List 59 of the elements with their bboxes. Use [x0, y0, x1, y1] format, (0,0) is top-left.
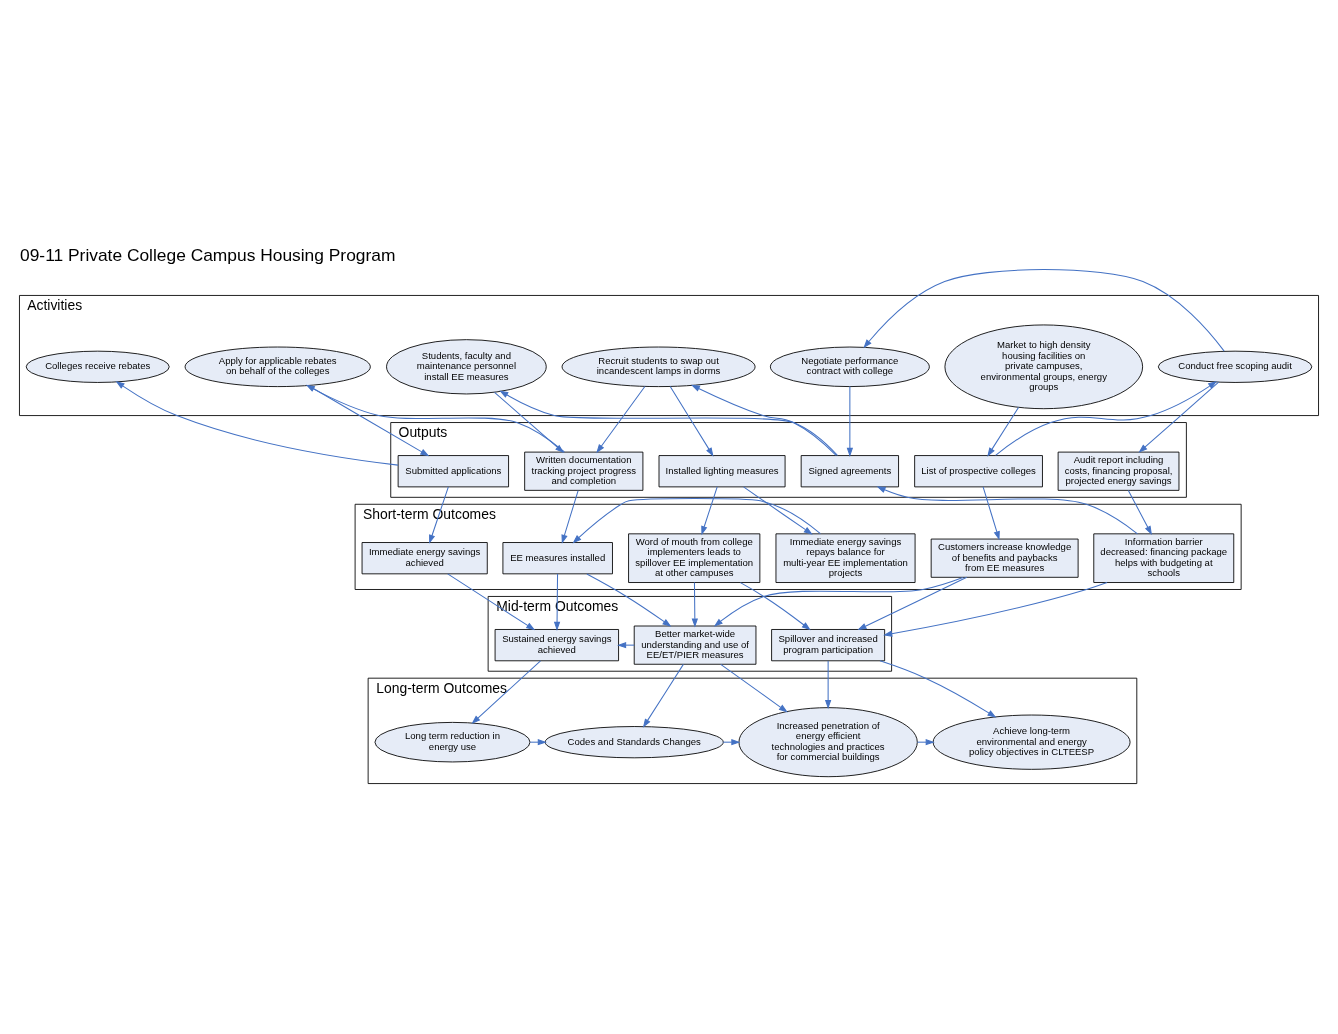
node-ellipse: Negotiate performance contract with college	[769, 346, 930, 388]
node-box: Word of mouth from college implementers leads to spillover EE implementation at other campuses	[628, 533, 761, 583]
node-box: Written documentation tracking project progress and completion	[524, 451, 644, 491]
node-ellipse: Recruit students to swap out incandescent lamps in dorms	[561, 346, 756, 388]
node-box: Immediate energy savings repays balance for multi-year EE implementation projects	[775, 533, 916, 583]
node-box: Spillover and increased program participation	[771, 629, 886, 662]
arrow	[669, 386, 714, 457]
arrow	[690, 384, 837, 456]
arrow	[447, 573, 536, 631]
node-box: Audit report including costs, financing proposal, projected energy savings	[1057, 451, 1180, 491]
arrow	[553, 573, 561, 631]
node-box: Immediate energy savings achieved	[361, 542, 488, 575]
arrow	[429, 486, 449, 544]
node-ellipse: Apply for applicable rebates on behalf of the colleges	[184, 346, 371, 388]
node-box: Installed lighting measures	[658, 455, 786, 488]
arrow	[701, 486, 718, 536]
arrow	[115, 381, 399, 466]
node-box: Customers increase knowledge of benefits and paybacks from EE measures	[930, 538, 1079, 578]
arrow	[529, 739, 547, 746]
arrow	[642, 663, 684, 728]
arrow	[857, 576, 968, 631]
arrow	[691, 582, 698, 628]
arrow	[879, 660, 997, 718]
diagram-title: 09-11 Private College Campus Housing Program	[20, 244, 396, 265]
node-box: List of prospective colleges	[914, 455, 1043, 488]
node-ellipse: Conduct free scoping audit	[1157, 350, 1313, 383]
arrow	[307, 385, 430, 457]
arrow	[720, 663, 788, 713]
node-ellipse: Increased penetration of energy efficient technologies and practices for commercial buildings	[738, 707, 918, 778]
arrow	[713, 576, 964, 627]
arrow	[982, 486, 1000, 541]
node-ellipse: Long term reduction in energy use	[374, 721, 531, 763]
node-ellipse: Achieve long-term environmental and energy policy objectives in CLTEESP	[932, 714, 1131, 770]
arrow	[876, 486, 1139, 535]
arrow	[561, 490, 579, 544]
node-box: Better market-wide understanding and use of EE/ET/PIER measures	[633, 625, 757, 665]
arrow	[596, 386, 646, 454]
arrow	[572, 498, 821, 544]
arrow	[987, 406, 1020, 457]
node-ellipse: Students, faculty and maintenance personnel install EE measures	[386, 339, 547, 395]
node-box: EE measures installed	[502, 542, 613, 575]
arrow	[617, 641, 635, 649]
arrow	[739, 582, 811, 631]
node-ellipse: Colleges receive rebates	[25, 350, 170, 383]
node-box: Submitted applications	[397, 455, 509, 488]
arrow	[586, 573, 672, 627]
node-ellipse: Market to high density housing facilities on private campuses, environmental groups, energy groups	[944, 324, 1144, 410]
node-ellipse: Codes and Standards Changes	[544, 726, 724, 759]
arrow	[863, 269, 1225, 352]
arrow	[1138, 381, 1220, 453]
arrow	[743, 486, 813, 535]
arrow	[824, 660, 832, 710]
node-box: Signed agreements	[800, 455, 899, 488]
node-box: Information barrier decreased: financing package helps with budgeting at schools	[1093, 533, 1235, 583]
node-box: Sustained energy savings achieved	[494, 629, 619, 662]
arrow	[883, 582, 1108, 637]
arrow	[471, 660, 542, 724]
arrow	[995, 381, 1218, 456]
arrow	[846, 386, 854, 457]
